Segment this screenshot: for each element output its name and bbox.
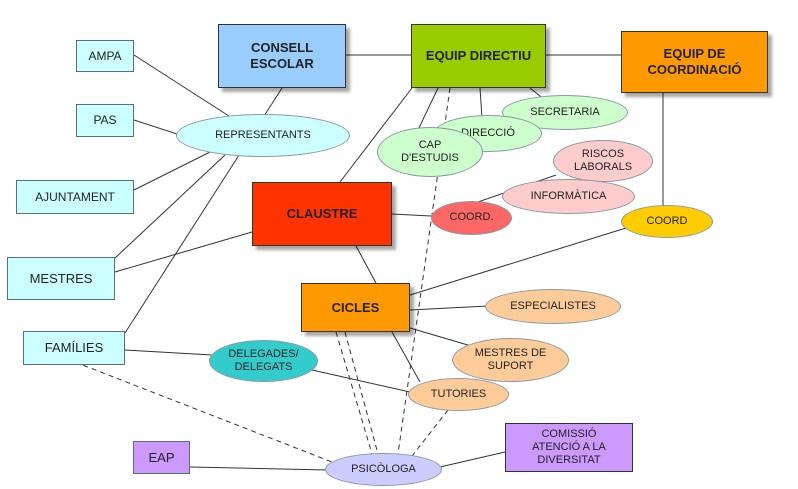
link-mestres-representants (114, 154, 226, 259)
delegades-ellipse: DELEGADES/ DELEGATS (209, 340, 318, 382)
cap-estudis-ellipse: CAP D'ESTUDIS (377, 127, 483, 177)
informatica-ellipse: INFORMÀTICA (502, 179, 635, 214)
eap-box: EAP (133, 441, 190, 474)
ampa-box: AMPA (76, 40, 134, 72)
equip-coordinacio-box: EQUIP DE COORDINACIÓ (621, 31, 768, 93)
link-claustre-cicles (355, 245, 377, 284)
equip-directiu-box: EQUIP DIRECTIU (411, 24, 546, 88)
link-cicles-tutories (391, 331, 421, 383)
comissio-box: COMISSIÓ ATENCIÓ A LA DIVERSITAT (505, 423, 633, 472)
coord-yellow-ellipse: COORD (621, 205, 713, 238)
ajuntament-box: AJUNTAMENT (16, 180, 134, 214)
link-ajuntament-representants (133, 151, 211, 191)
mestres-suport-ellipse: MESTRES DE SUPORT (452, 338, 569, 382)
dash-families-psicologa (74, 361, 333, 463)
coord-red-ellipse: COORD. (431, 201, 512, 235)
link-mestres-claustre (114, 231, 253, 273)
link-equipdirectiu-capestudis (417, 87, 439, 131)
consell-escolar-box: CONSELL ESCOLAR (218, 24, 346, 88)
link-families-delegades (124, 349, 213, 356)
link-pas-representants (133, 119, 181, 136)
link-ampa-representants (133, 54, 233, 119)
link-claustre-coordred (391, 213, 432, 217)
cicles-box: CICLES (301, 283, 410, 332)
link-equipdirectiu-direccio (479, 87, 483, 119)
dash-equipdirectiu-psicologa (397, 87, 451, 455)
link-equipdirectiu-claustre (339, 87, 413, 183)
link-psicologa-comissio (439, 451, 506, 468)
link-eap-psicologa (189, 466, 328, 471)
link-delegades-tutories (311, 369, 411, 393)
especialistes-ellipse: ESPECIALISTES (485, 289, 621, 324)
families-box: FAMÍLIES (23, 331, 125, 365)
link-cicles-coordyellow (409, 227, 627, 296)
psicologa-ellipse: PSICÒLOGA (325, 453, 442, 486)
dash-cicles-psicologa-a (335, 331, 373, 455)
dash-tutories-psicologa (411, 409, 449, 457)
pas-box: PAS (76, 104, 134, 137)
riscos-laborals-ellipse: RISCOS LABORALS (553, 140, 653, 182)
link-cicles-especialistes (409, 305, 489, 311)
claustre-box: CLAUSTRE (252, 182, 392, 246)
dash-cicles-psicologa-b (344, 331, 379, 455)
mestres-box: MESTRES (7, 257, 115, 300)
tutories-ellipse: TUTORIES (408, 378, 509, 411)
representants-ellipse: REPRESENTANTS (176, 114, 350, 157)
